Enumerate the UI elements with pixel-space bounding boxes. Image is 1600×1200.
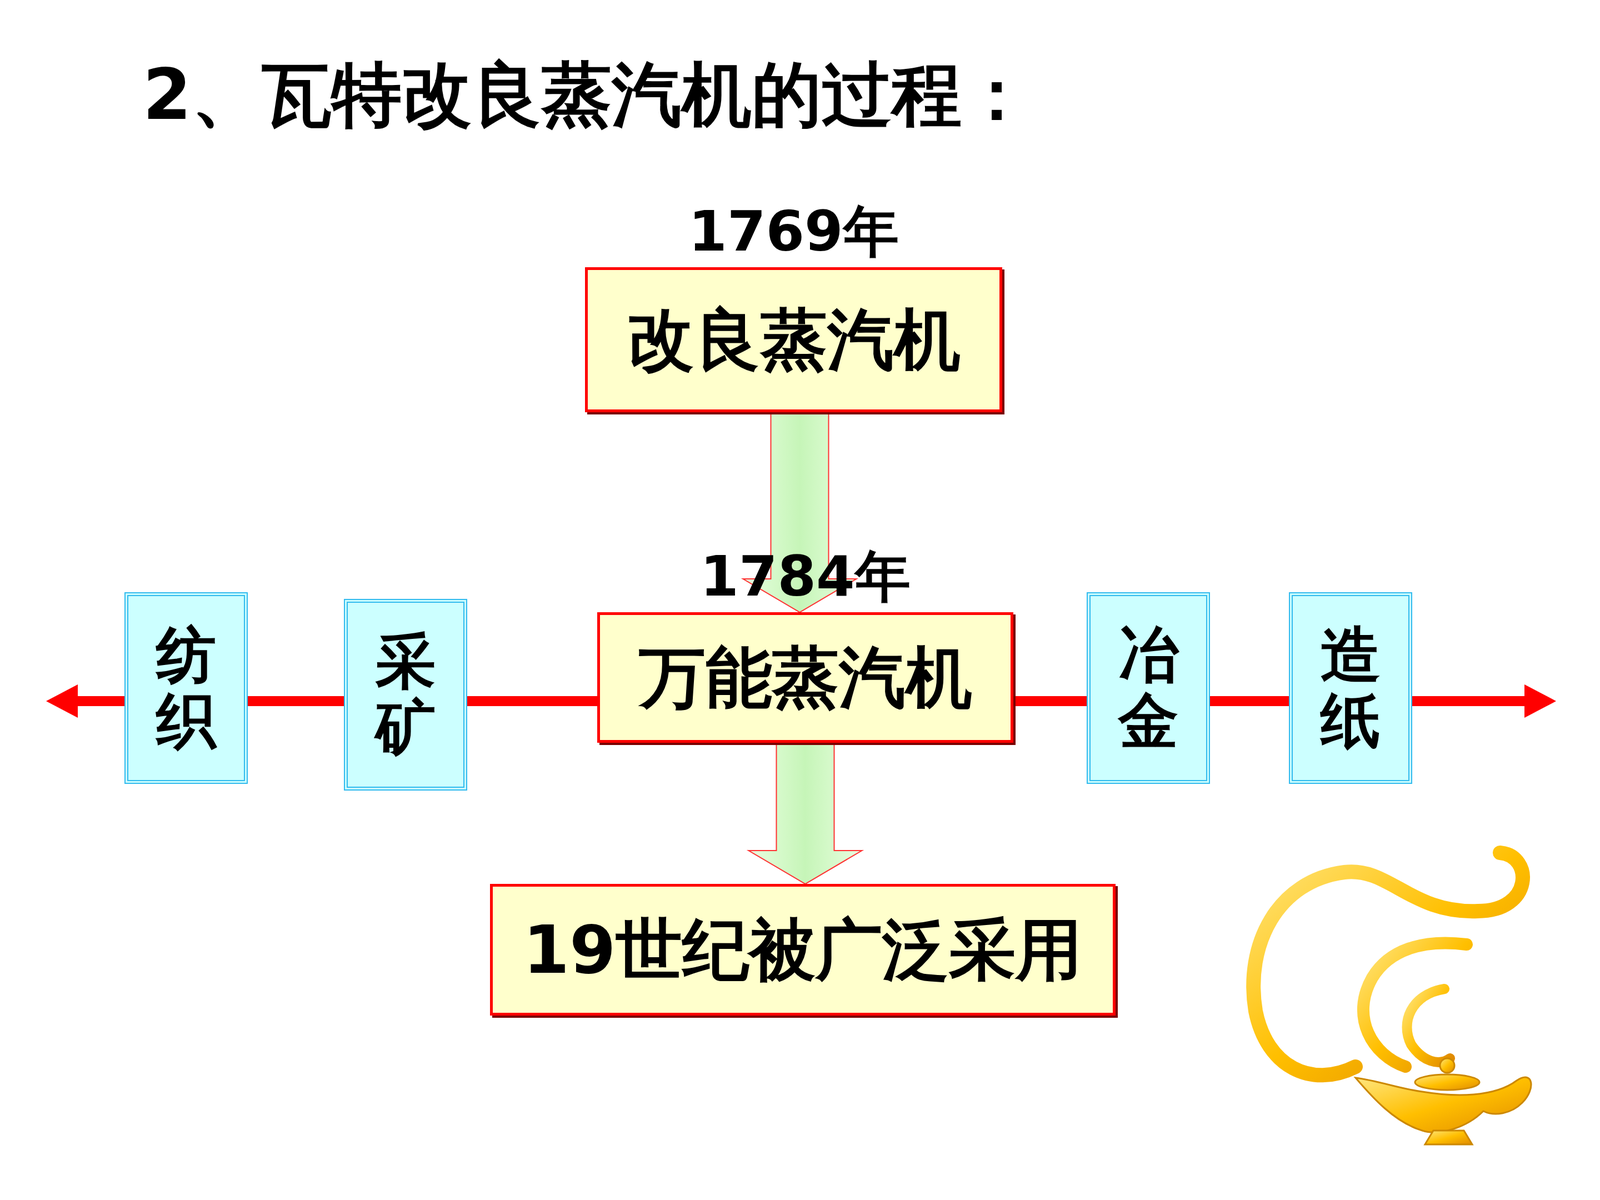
stage-box: 1769年改良蒸汽机: [585, 267, 1003, 413]
year-heading: 1769年: [688, 201, 899, 263]
industry-box: 冶金: [1086, 592, 1210, 784]
box-label: 造纸: [1320, 622, 1381, 755]
axis-line: [467, 701, 598, 702]
axis-end-right: [1411, 684, 1557, 718]
axis-line: [1013, 701, 1087, 702]
box-label: 纺织: [156, 622, 217, 755]
stage-box: 19世纪被广泛采用: [490, 883, 1116, 1016]
stage-box: 1784年万能蒸汽机: [597, 612, 1014, 743]
box-label: 采矿: [375, 628, 436, 762]
industry-box: 纺织: [124, 592, 248, 784]
axis-end-left: [46, 684, 126, 718]
box-label: 改良蒸汽机: [627, 301, 961, 379]
axis-line: [247, 701, 344, 702]
year-heading: 1784年: [700, 546, 910, 608]
box-label: 19世纪被广泛采用: [523, 911, 1083, 989]
industry-box: 采矿: [343, 598, 468, 791]
industry-box: 造纸: [1288, 592, 1413, 784]
axis-line: [1210, 701, 1289, 702]
box-label: 冶金: [1118, 622, 1179, 755]
block-arrow: [748, 742, 863, 884]
diagram-title: 2、瓦特改良蒸汽机的过程：: [142, 52, 1032, 137]
magic-lamp-illustration: [1253, 852, 1532, 1145]
box-label: 万能蒸汽机: [638, 639, 973, 717]
